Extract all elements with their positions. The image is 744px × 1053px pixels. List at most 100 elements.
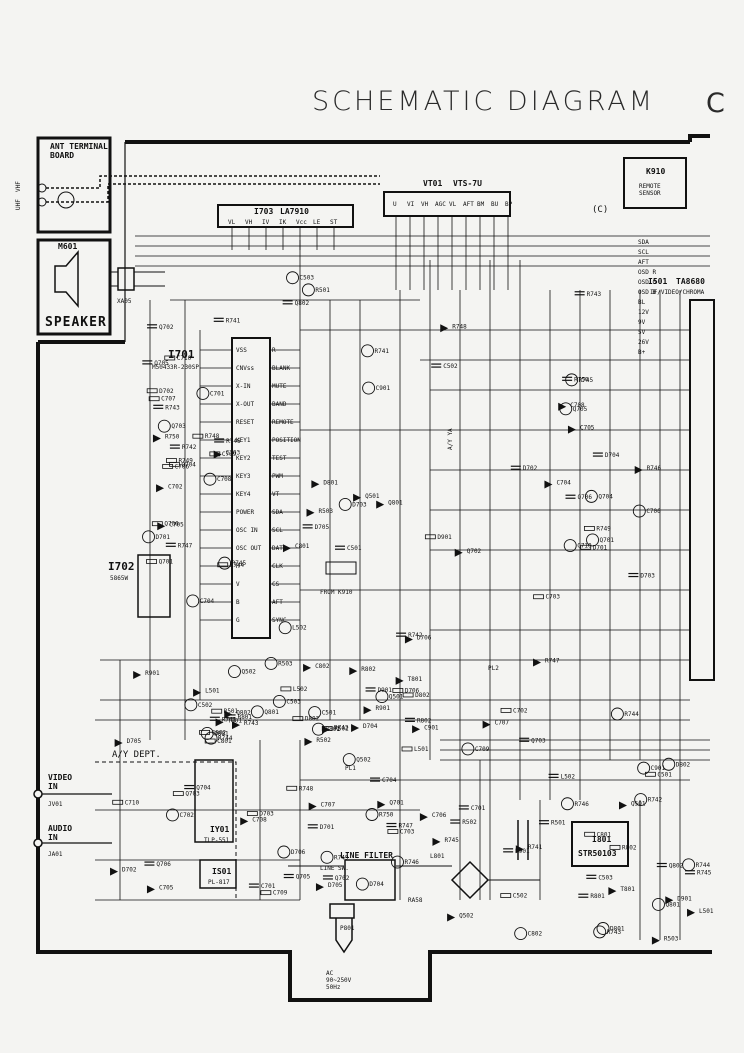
component-ref: Q501 [631, 800, 646, 807]
av-ya-label: A/Y YA [447, 428, 454, 450]
tuner-part: VTS-7U [453, 179, 482, 188]
i701-pin-label: KEY2 [236, 455, 251, 462]
transistor-icon [278, 621, 292, 635]
i701-pin-label: BLANK [272, 365, 290, 372]
component-ref: R750 [165, 433, 180, 440]
diode-icon [311, 480, 320, 489]
transistor-icon [204, 731, 218, 745]
resistor-icon [166, 458, 177, 463]
transistor-icon [320, 850, 334, 864]
i703-pin-label: LE [313, 219, 321, 226]
transistor-icon [264, 657, 278, 670]
component-ref: Q701 [389, 800, 404, 807]
transistor-icon [218, 556, 232, 570]
component-ref: R742 [334, 725, 349, 732]
bus-label: SDA [638, 239, 649, 246]
resistor-icon [584, 831, 596, 837]
i703-pin-label: VH [245, 219, 253, 226]
component-ref: R745 [579, 377, 594, 384]
diode-icon [608, 887, 617, 896]
component-ref: R746 [647, 465, 662, 472]
diode-icon [395, 676, 404, 685]
component-ref: R501 [315, 287, 330, 294]
component-ref: Q701 [159, 558, 174, 565]
component-ref: Q704 [598, 493, 613, 500]
diode-icon [282, 544, 291, 553]
component-ref: C503 [300, 275, 315, 282]
component-ref: D701 [593, 544, 608, 551]
i701-pin-label: OSC IN [236, 527, 258, 534]
i501-ref: I501 [648, 277, 667, 286]
i703-pin-label: IV [262, 219, 270, 226]
transistor-icon [301, 283, 315, 297]
component-ref: D706 [291, 849, 306, 856]
bus-label: AFT [638, 259, 649, 266]
resistor-icon [292, 716, 304, 722]
speaker-ref: M601 [58, 242, 77, 251]
diode-icon [412, 725, 421, 734]
i701-pin-label: B [236, 599, 240, 606]
bus-label: 9V [638, 319, 646, 326]
component-ref: R741 [222, 716, 237, 723]
component-ref: D703 [640, 573, 655, 580]
component-ref: Q802 [295, 300, 310, 307]
component-ref: D705 [127, 738, 142, 745]
component-ref: C502 [443, 363, 458, 370]
diode-icon [544, 480, 553, 489]
tuner-pin-label: U [393, 201, 397, 208]
bus-label: OSD R [638, 269, 656, 276]
component-ref: C701 [471, 805, 486, 812]
i701-pin-label: VSS [236, 347, 247, 354]
component-ref: C708 [217, 476, 232, 483]
from-k910-label: FROM K910 [320, 589, 353, 596]
component-ref: C710 [577, 543, 592, 550]
component-ref: C801 [597, 831, 612, 838]
component-ref: Q801 [264, 709, 279, 716]
component-ref: C703 [400, 828, 415, 835]
transistor-icon [355, 877, 369, 891]
component-ref: D704 [605, 452, 620, 459]
component-ref: R746 [226, 438, 241, 445]
component-ref: C501 [347, 545, 362, 552]
component-ref: C503 [286, 698, 301, 705]
diode-icon [110, 867, 119, 876]
component-ref: Q501 [365, 493, 380, 500]
page-title-suffix: C [706, 88, 725, 119]
resistor-icon [260, 890, 272, 896]
component-ref: C705 [169, 521, 184, 528]
tuner-ref: VT01 [423, 179, 442, 188]
component-ref: R743 [165, 404, 180, 411]
diode-icon [651, 936, 660, 945]
ra58-label: RA58 [408, 897, 423, 904]
component-ref: Q802 [669, 863, 684, 870]
diode-icon [377, 800, 386, 809]
component-ref: R745 [697, 870, 712, 877]
i703-part: LA7910 [280, 207, 309, 216]
component-ref: R742 [408, 632, 423, 639]
component-ref: D703 [259, 811, 274, 818]
resistor-icon [148, 396, 160, 402]
transistor-icon [559, 402, 573, 416]
transistor-icon [196, 386, 210, 400]
ja01-label: JA01 [48, 851, 63, 858]
component-ref: D704 [369, 881, 384, 888]
i703-pin-label: Vcc [296, 219, 307, 226]
transistor-icon [157, 419, 171, 433]
component-ref: C701 [210, 390, 225, 397]
resistor-icon [151, 521, 163, 527]
transistor-icon [637, 761, 651, 775]
i701-block: I701 M50433R-230SP VSSCNVssX-INX-OUTRESE… [152, 337, 301, 639]
component-ref: D705 [315, 524, 330, 531]
component-ref: R501 [224, 708, 239, 715]
component-ref: R743 [244, 720, 259, 727]
component-ref: R749 [596, 525, 611, 532]
transistor-icon [361, 344, 374, 358]
component-ref: Q705 [573, 406, 588, 413]
component-ref: D702 [122, 867, 137, 874]
resistor-icon [533, 594, 544, 600]
component-ref: D802 [415, 692, 430, 699]
component-ref: R741 [226, 317, 241, 324]
